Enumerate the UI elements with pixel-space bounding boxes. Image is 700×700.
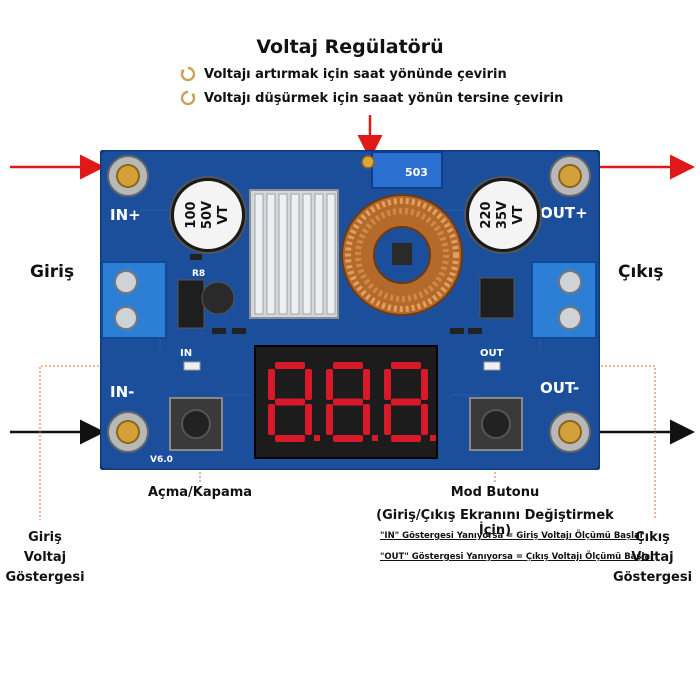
digit-2-segment-6	[326, 404, 333, 435]
instruction-ccw-text: Voltajı düşürmek için saaat yönün tersin…	[204, 90, 564, 106]
mode-button	[469, 397, 523, 451]
digit-3-segment-3	[391, 435, 421, 442]
digit-1-segment-4	[268, 369, 275, 400]
digit-2-segment-2	[333, 398, 363, 406]
digit-3-segment-5	[421, 369, 428, 400]
silk-in-plus: IN+	[110, 206, 141, 224]
digit-2-segment-4	[326, 369, 333, 400]
capacitor-left: 100 50V VT	[169, 176, 247, 254]
toroid-inductor	[341, 194, 463, 316]
capacitor-right: 220 35V VT	[464, 176, 542, 254]
cap-right-voltage: 35V	[495, 201, 510, 229]
digit-1-segment-2	[275, 398, 305, 406]
digit-1-segment-3	[275, 435, 305, 442]
output-indicator-line2: Voltaj	[631, 550, 674, 565]
digit-1-segment-7	[305, 404, 312, 435]
instruction-ccw: Voltajı düşürmek için saaat yönün tersin…	[180, 90, 563, 106]
heatsink	[249, 189, 339, 319]
power-button-label: Açma/Kapama	[147, 485, 253, 500]
in-led-guide	[39, 365, 195, 520]
input-side-label: Giriş	[30, 262, 75, 282]
digit-2-segment-3	[333, 435, 363, 442]
output-indicator-line1: Çıkış	[635, 530, 670, 545]
power-button	[169, 397, 223, 451]
output-side-label: Çıkış	[618, 262, 664, 282]
pot-adjust-screw	[361, 155, 375, 169]
cap-left-voltage: 50V	[200, 201, 215, 229]
digit-2-segment-1	[333, 362, 363, 369]
silk-out-plus: OUT+	[540, 204, 588, 222]
output-indicator-line3: Göstergesi	[612, 570, 693, 585]
terminal-block-input	[101, 261, 167, 339]
digit-1-decimal-point	[314, 435, 320, 441]
terminal-out-plus	[549, 155, 591, 197]
out-indicator-led	[483, 361, 501, 371]
clockwise-icon	[180, 66, 196, 82]
cap-left-value: 100	[184, 201, 199, 228]
seven-segment-display	[254, 345, 438, 459]
note-in-indicator: "IN" Göstergesi Yanıyorsa = Giriş Voltaj…	[380, 531, 644, 541]
pot-label: 503	[405, 166, 428, 179]
in-indicator-led	[183, 361, 201, 371]
note-out-indicator: "OUT" Göstergesi Yanıyorsa = Çıkış Volta…	[380, 552, 655, 562]
digit-3-segment-7	[421, 404, 428, 435]
digit-1-segment-5	[305, 369, 312, 400]
input-indicator-line3: Göstergesi	[5, 570, 85, 585]
cap-right-value: 220	[479, 201, 494, 228]
cap-right-brand: VT	[511, 205, 526, 224]
silk-in-led: IN	[180, 348, 192, 359]
instruction-cw-text: Voltajı artırmak için saat yönünde çevir…	[204, 66, 507, 82]
terminal-block-output	[531, 261, 597, 339]
input-voltage-indicator-label: Giriş Voltaj Göstergesi	[0, 528, 90, 588]
silk-r8: R8	[192, 269, 205, 279]
silk-in-minus: IN-	[110, 383, 134, 401]
instruction-cw: Voltajı artırmak için saat yönünde çevir…	[180, 66, 507, 82]
digit-1-segment-1	[275, 362, 305, 369]
digit-1-segment-6	[268, 404, 275, 435]
input-indicator-line2: Voltaj	[23, 550, 67, 565]
digit-3-segment-1	[391, 362, 421, 369]
digit-3-segment-2	[391, 398, 421, 406]
counterclockwise-icon	[180, 90, 196, 106]
digit-2-decimal-point	[372, 435, 378, 441]
pcb-board: IN+ IN- OUT+ OUT- 100 50V VT 220 35V VT	[100, 150, 600, 470]
digit-2-segment-7	[363, 404, 370, 435]
terminal-in-plus	[107, 155, 149, 197]
potentiometer: 503	[361, 151, 443, 189]
silk-version: V6.0	[150, 455, 173, 465]
mode-button-label: Mod Butonu	[450, 485, 540, 500]
terminal-in-minus	[107, 411, 149, 453]
digit-2-segment-5	[363, 369, 370, 400]
digit-3-segment-4	[384, 369, 391, 400]
cap-left-brand: VT	[216, 205, 231, 224]
mode-button-sublabel: (Giriş/Çıkış Ekranını Değiştirmek İçin)	[376, 508, 614, 538]
terminal-out-minus	[549, 411, 591, 453]
digit-3-segment-6	[384, 404, 391, 435]
small-components: R8	[177, 254, 515, 334]
digit-3-decimal-point	[430, 435, 436, 441]
diagram-title: Voltaj Regülatörü	[256, 36, 444, 58]
silk-out-minus: OUT-	[540, 379, 579, 397]
input-indicator-line1: Giriş	[28, 530, 62, 545]
silk-out-led: OUT	[480, 348, 504, 359]
output-voltage-indicator-label: Çıkış Voltaj Göstergesi	[605, 528, 700, 588]
